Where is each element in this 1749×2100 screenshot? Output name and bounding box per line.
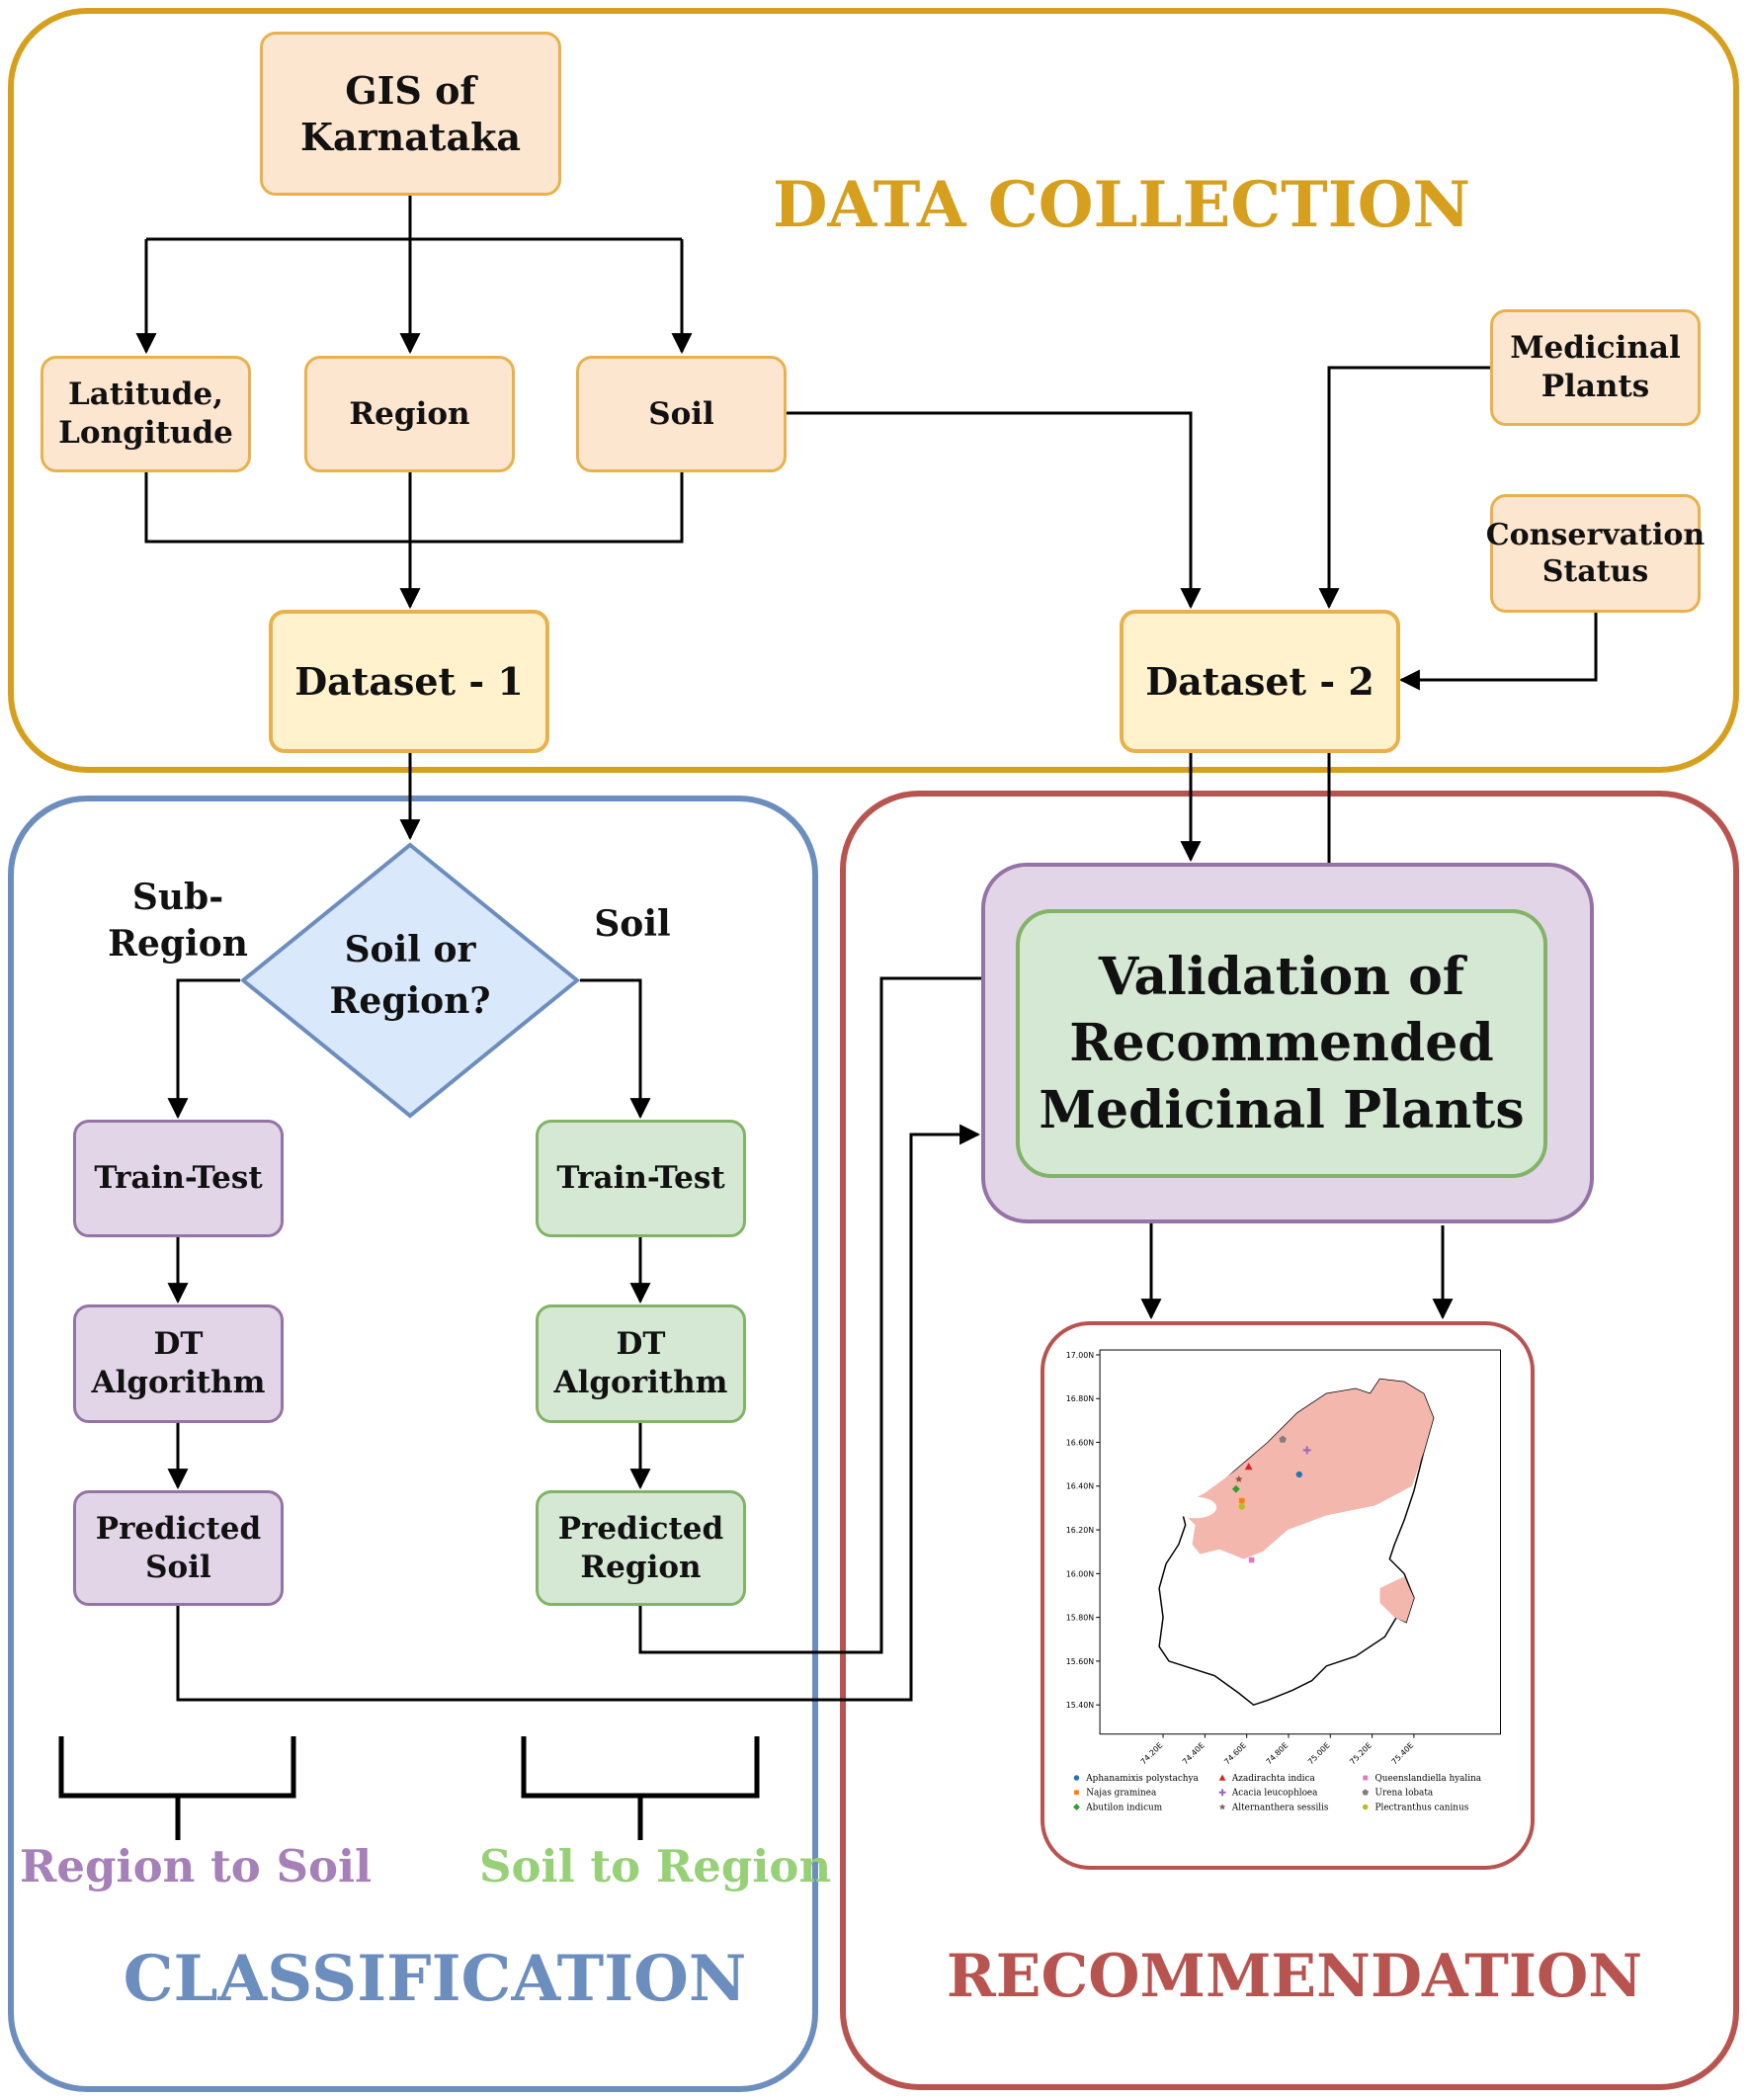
validation-node[interactable]: Validation of Recommended Medicinal Plan… [1016,909,1547,1178]
recommendation-map: 17.00N 16.80N 16.60N 16.40N 16.20N 16.00N 15.8… [1066,1349,1501,1812]
y-tick-label: 15.60N [1066,1657,1094,1666]
y-tick-label: 17.00N [1066,1351,1094,1360]
x-tick-label: 74.40E [1181,1741,1207,1767]
decision-diamond[interactable] [240,842,580,1119]
right-dt-algorithm-node[interactable]: DT Algorithm [536,1304,746,1423]
gis-node[interactable]: GIS of Karnataka [260,32,561,196]
y-tick-label: 16.80N [1066,1394,1094,1403]
legend-label: Abutilon indicum [1085,1803,1162,1812]
legend-label: Alternanthera sessilis [1231,1803,1329,1812]
legend-marker [1218,1774,1226,1781]
recommendation-section [840,791,1739,2090]
legend-label: Acacia leucophloea [1231,1789,1318,1799]
legend-marker [1362,1789,1369,1796]
region-to-soil-label: Region to Soil [20,1840,373,1892]
species-marker [1244,1463,1253,1470]
x-tick-label: 74.80E [1265,1741,1291,1767]
y-tick-label: 16.40N [1066,1482,1094,1491]
classification-section [8,796,818,2092]
soil-to-region-label: Soil to Region [479,1840,832,1892]
shaded-area [1185,1379,1434,1559]
sub-region-branch-label: Sub- Region [108,877,248,965]
predicted-region-node[interactable]: Predicted Region [536,1490,746,1606]
left-dt-algorithm-node[interactable]: DT Algorithm [73,1304,284,1423]
legend-marker [1073,1804,1080,1810]
shaded-patch [1379,1576,1414,1623]
right-train-test-node[interactable]: Train-Test [536,1120,746,1237]
species-marker [1295,1470,1302,1478]
y-tick-label: 16.60N [1066,1438,1094,1447]
data-collection-section [8,8,1739,773]
map-white-patch [1173,1496,1217,1519]
legend-marker [1074,1790,1079,1796]
y-tick-label: 16.00N [1066,1569,1094,1578]
left-train-test-node[interactable]: Train-Test [73,1120,284,1237]
y-tick-label: 16.20N [1066,1526,1094,1535]
x-tick-label: 74.20E [1139,1741,1165,1767]
legend-label: Azadirachta indica [1231,1774,1316,1784]
legend-marker [1073,1775,1080,1781]
region-node[interactable]: Region [304,356,515,472]
dataset-2-node[interactable]: Dataset - 2 [1120,610,1400,753]
species-marker [1302,1446,1311,1455]
species-marker [1235,1474,1243,1483]
legend-label: Plectranthus caninus [1375,1803,1469,1812]
decision-label: Soil or Region? [329,929,491,1023]
y-tick-label: 15.40N [1066,1701,1094,1710]
conservation-status-node[interactable]: Conservation Status [1486,494,1705,613]
legend-marker [1363,1775,1369,1781]
y-tick-label: 15.80N [1066,1614,1094,1623]
x-tick-label: 75.20E [1348,1741,1374,1767]
dataset-1-node[interactable]: Dataset - 1 [269,610,549,753]
legend-marker [1218,1789,1226,1797]
x-tick-label: 75.00E [1306,1741,1332,1767]
soil-node[interactable]: Soil [576,356,787,472]
legend-marker [1362,1804,1369,1810]
map-card: 17.00N 16.80N 16.60N 16.40N 16.20N 16.00N 15.8… [1041,1321,1535,1870]
data-collection-title: DATA COLLECTION [773,168,1470,242]
map-y-ticks: 17.00N 16.80N 16.60N 16.40N 16.20N 16.00N 15.8… [1066,1351,1101,1710]
legend-marker [1218,1804,1226,1810]
legend-label: Aphanamixis polystachya [1085,1774,1199,1784]
species-marker [1248,1556,1255,1563]
species-marker [1231,1484,1240,1493]
species-markers [1231,1435,1311,1563]
x-tick-label: 75.40E [1390,1741,1416,1767]
species-marker [1279,1435,1287,1443]
recommendation-title: RECOMMENDATION [946,1942,1643,2011]
classification-title: CLASSIFICATION [123,1942,747,2016]
soil-branch-label: Soil [594,903,671,945]
latitude-longitude-node[interactable]: Latitude, Longitude [41,356,251,472]
map-x-ticks: 74.20E 74.40E 74.60E 74.80E 75.00E 75.20E 75.4… [1139,1733,1416,1767]
legend-label: Urena lobata [1375,1789,1434,1799]
legend-label: Najas graminea [1086,1789,1157,1799]
species-marker [1238,1497,1245,1504]
species-marker [1238,1503,1245,1510]
medicinal-plants-node[interactable]: Medicinal Plants [1490,309,1701,426]
map-legend: Aphanamixis polystachya Azadirachta indic… [1073,1774,1482,1812]
x-tick-label: 74.60E [1222,1741,1248,1767]
predicted-soil-node[interactable]: Predicted Soil [73,1490,284,1606]
legend-label: Queenslandiella hyalina [1375,1774,1482,1784]
